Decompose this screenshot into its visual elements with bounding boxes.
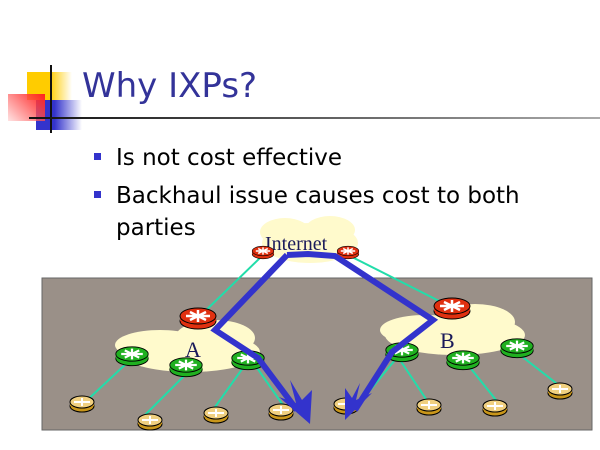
border-router-icon <box>178 306 218 331</box>
border-router-icon <box>432 296 472 321</box>
bullet-text: Is not cost effective <box>116 145 343 171</box>
slide-title: Why IXPs? <box>82 66 258 106</box>
cloud-a-label: A <box>185 337 201 362</box>
bullet-text: Backhaul issue causes cost to both <box>116 183 520 209</box>
backhaul-path-arrow <box>210 250 439 412</box>
links <box>82 254 566 419</box>
bullet-square-icon <box>94 191 101 198</box>
title-underline <box>29 117 600 119</box>
internet-label: Internet <box>265 233 328 255</box>
cloud-b <box>380 304 525 355</box>
logo-decoration <box>0 0 90 140</box>
arrowhead-icon <box>279 380 372 424</box>
bullet-text-continued: parties <box>116 215 196 241</box>
cloud-b-label: B <box>440 328 455 353</box>
internet-router-icon <box>251 245 275 260</box>
bullet-square-icon <box>94 153 101 160</box>
